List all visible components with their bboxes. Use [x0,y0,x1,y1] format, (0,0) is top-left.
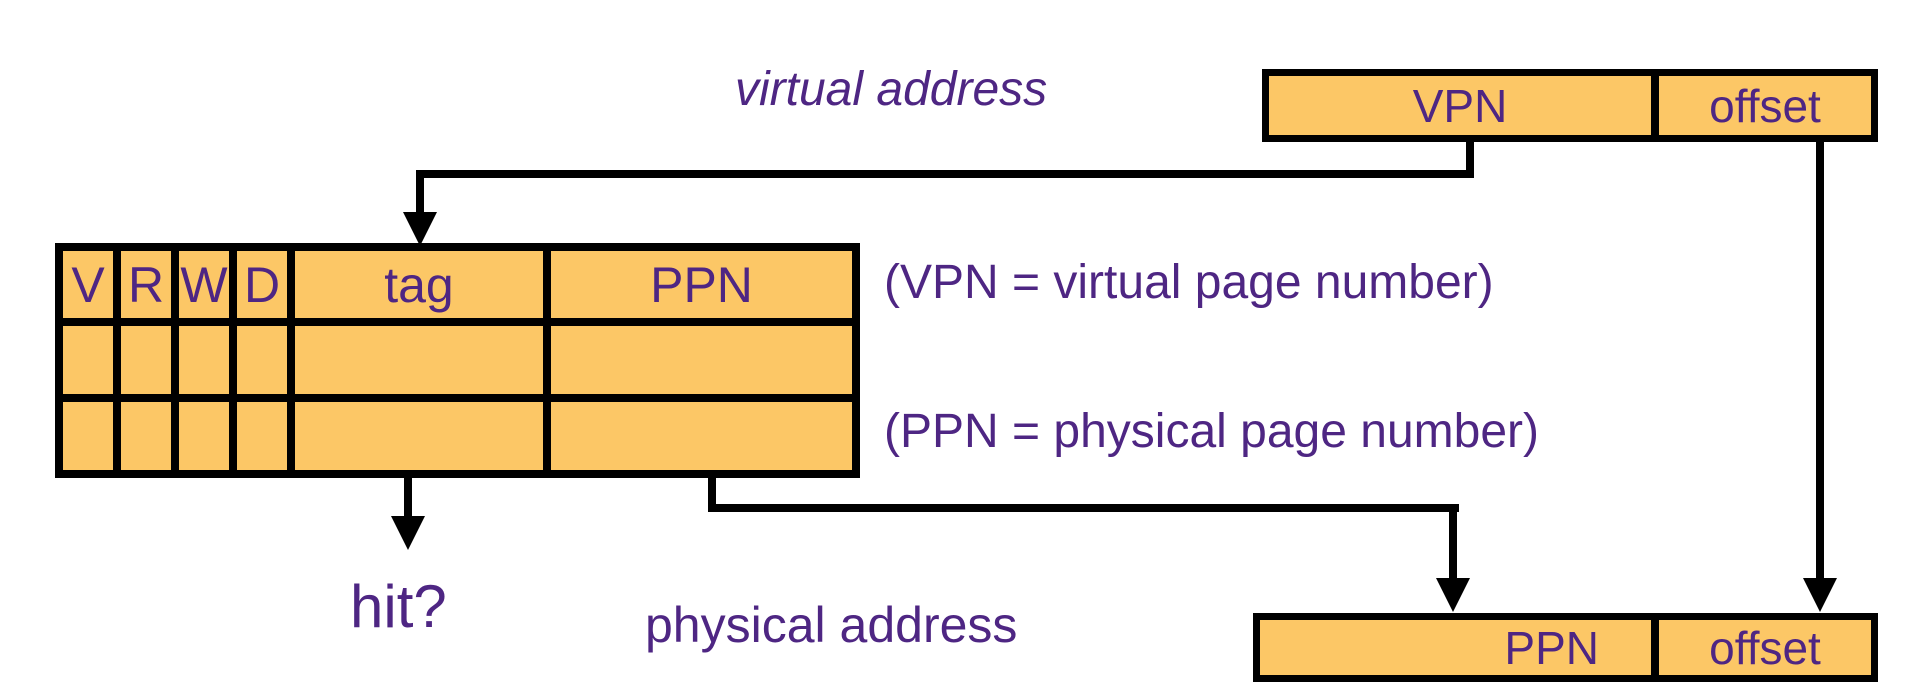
empty-cell [121,402,171,470]
empty-cell [63,402,113,470]
connector-vpn-horizontal [416,170,1474,178]
connector-vpn-drop [1466,140,1474,178]
empty-cell [179,402,229,470]
ppn-cell: PPN [1504,621,1599,674]
connector-hit-drop [404,476,412,520]
offset-cell-bottom: offset [1709,621,1821,674]
connector-vpn-to-table [416,170,424,215]
connector-ppn-to-box [1449,504,1457,580]
tlb-table: V R W D tag PPN [55,243,860,478]
header-cell-r: R [121,251,171,318]
connector-offset-drop [1816,140,1824,580]
header-cell-w: W [179,251,229,318]
arrowhead-hit [391,516,425,550]
ppn-offset-divider [1651,620,1659,675]
virtual-address-label: virtual address [735,63,1048,116]
vpn-cell: VPN [1412,79,1508,132]
header-cell-v: V [63,251,113,318]
empty-cell [121,326,171,394]
empty-cell [179,326,229,394]
header-cell-ppn: PPN [551,251,852,318]
header-cell-tag: tag [295,251,543,318]
arrowhead-into-ppn [1436,578,1470,612]
offset-cell-top: offset [1709,79,1821,132]
connector-ppn-drop [708,476,716,512]
vpn-offset-divider [1651,76,1659,135]
empty-cell [295,326,543,394]
empty-cell [551,326,852,394]
vpn-note: (VPN = virtual page number) [884,256,1494,309]
arrowhead-into-offset [1803,578,1837,612]
empty-cell [295,402,543,470]
empty-cell [237,402,287,470]
empty-cell [551,402,852,470]
empty-cell [237,326,287,394]
header-cell-d: D [237,251,287,318]
hit-label: hit? [350,573,447,640]
virtual-address-box: VPN offset [1262,69,1878,142]
empty-cell [63,326,113,394]
arrowhead-into-table [403,212,437,246]
connector-ppn-horizontal [708,504,1459,512]
physical-address-box: PPN offset [1253,613,1878,682]
physical-address-label: physical address [645,597,1018,653]
ppn-note: (PPN = physical page number) [884,405,1539,458]
